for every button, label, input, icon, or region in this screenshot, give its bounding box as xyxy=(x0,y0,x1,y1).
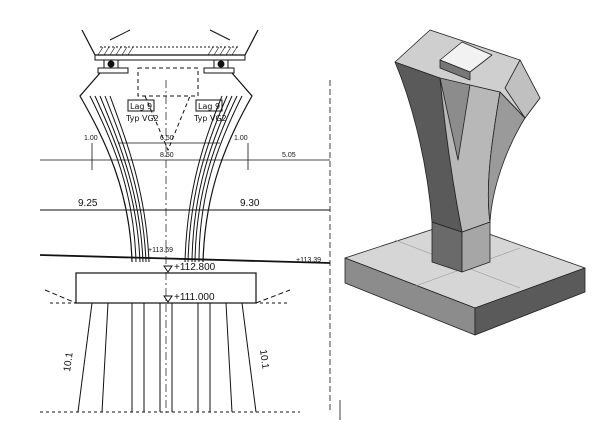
column-shaft xyxy=(431,221,491,273)
pier-head xyxy=(394,29,541,233)
elev-cap-bottom: +111.000 xyxy=(174,292,215,303)
piles xyxy=(40,302,300,413)
elevation-view xyxy=(39,29,341,420)
ground-line xyxy=(39,254,331,264)
bearing-box-right xyxy=(195,99,223,112)
elev-cap-top: +112.800 xyxy=(174,262,216,273)
pier-outline xyxy=(79,72,253,263)
bearing-left-line2: Typ VG2 xyxy=(125,114,159,123)
dim-upper-gap: 6.50 xyxy=(160,135,174,142)
superstructure xyxy=(81,29,259,61)
bearing-pads xyxy=(97,59,235,74)
dim-right-span: 5.05 xyxy=(282,152,296,159)
elevation-markers xyxy=(163,265,173,303)
elev-top-right: +113.39 xyxy=(296,257,321,264)
isometric-view xyxy=(344,29,586,336)
center-pocket xyxy=(137,67,199,152)
bearing-right-line2: Typ VG2 xyxy=(193,114,227,123)
pile-left-label: 10.1 xyxy=(62,351,76,372)
bearing-left-line1: Lag 9 xyxy=(130,102,152,111)
bearing-right-line1: Lag 9 xyxy=(198,102,220,111)
pile-cap xyxy=(44,272,291,304)
dim-left-height: 9.25 xyxy=(78,198,98,209)
dim-right-offset: 1.00 xyxy=(234,135,248,142)
bearing-box-left xyxy=(127,99,155,112)
dim-left-offset: 1.00 xyxy=(84,135,98,142)
pile-right-label: 10.1 xyxy=(257,349,271,370)
dim-mid-gap: 8.50 xyxy=(160,152,174,159)
dim-right-height: 9.30 xyxy=(240,198,260,209)
drawing-labels: Lag 9 Typ VG2 Lag 9 Typ VG2 6.50 8.50 1.… xyxy=(62,102,321,372)
dimension-lines xyxy=(40,80,341,420)
elev-top-left: +113.69 xyxy=(148,247,173,254)
